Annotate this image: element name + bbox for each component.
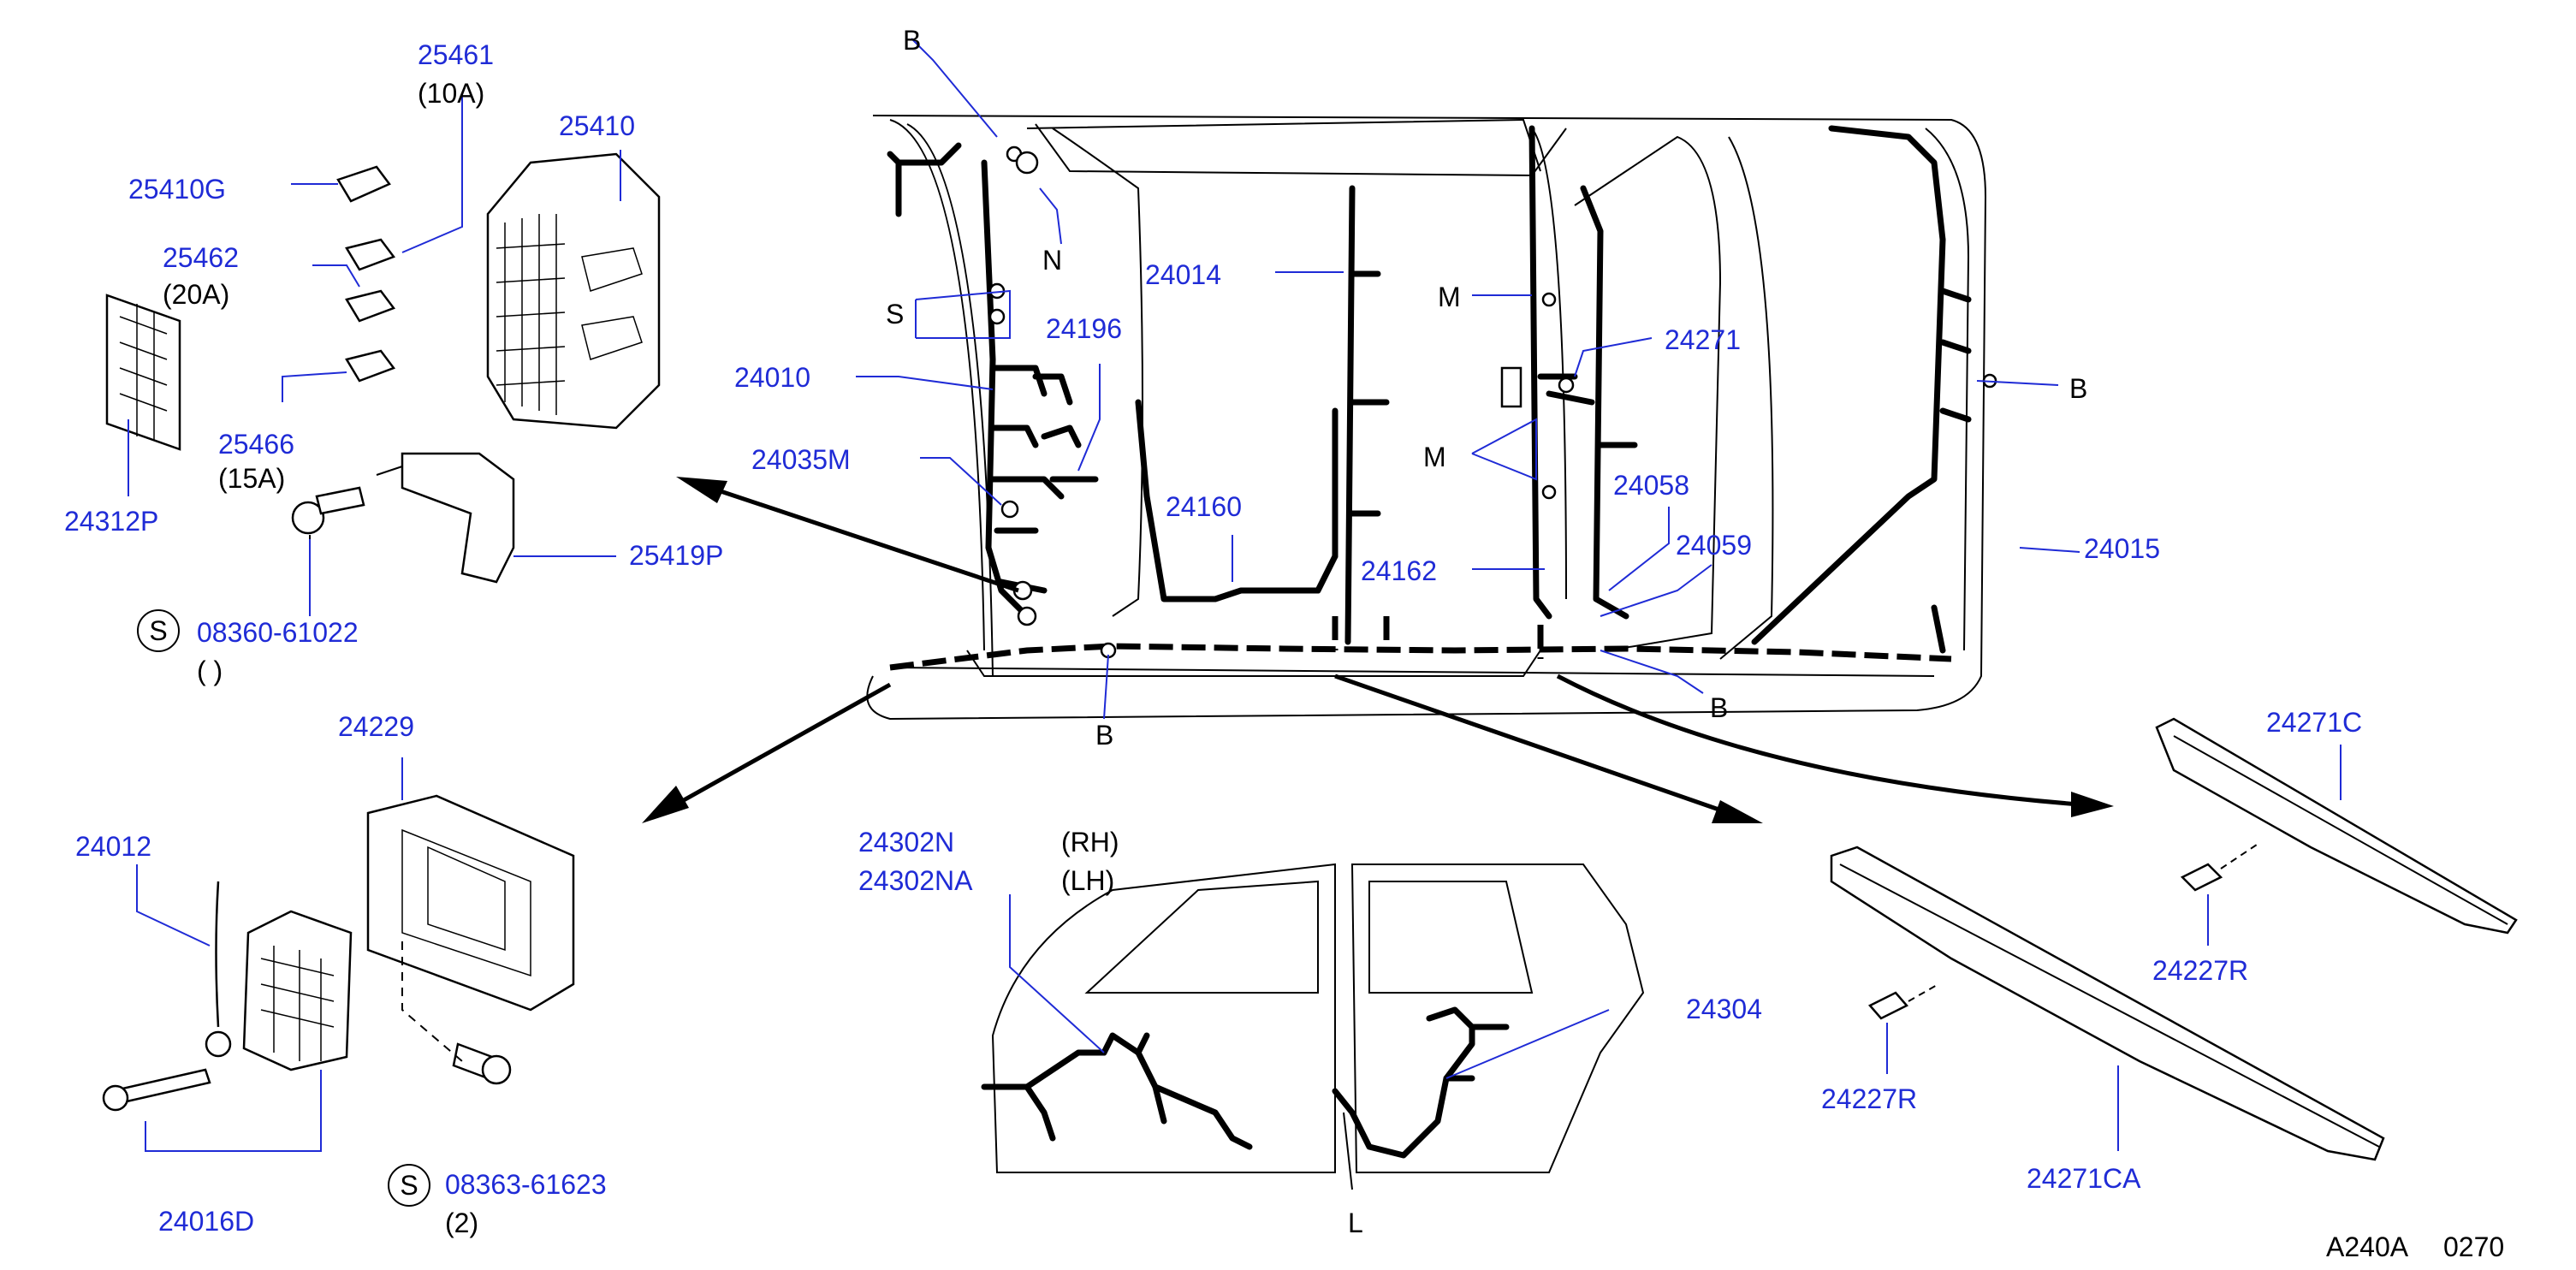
callout-24059: 24059 — [1676, 530, 1752, 561]
callout-25462: 25462 — [163, 242, 239, 273]
clip-24227r-right — [2180, 842, 2260, 892]
qty-08360: ( ) — [197, 656, 223, 686]
fuse-block-cover — [242, 910, 353, 1071]
connector-l: L — [1348, 1208, 1363, 1238]
connector-n: N — [1042, 245, 1062, 276]
callout-25466: 25466 — [218, 429, 294, 460]
callout-25419p: 25419P — [629, 540, 723, 571]
fuse-25466 — [345, 349, 396, 383]
callout-24010: 24010 — [734, 362, 810, 393]
connector-m-top: M — [1438, 282, 1461, 312]
diagram-code: A240A — [2326, 1231, 2409, 1262]
rating-25461: (10A) — [418, 78, 484, 109]
side-24302n: (RH) — [1061, 827, 1119, 858]
callout-25410g: 25410G — [128, 174, 226, 205]
callout-24302n: 24302N — [858, 827, 954, 858]
callout-24229: 24229 — [338, 711, 414, 742]
s-symbol-lower-letter: S — [400, 1170, 418, 1201]
main-harness — [887, 125, 1972, 654]
relay-box-24229 — [366, 794, 575, 1012]
callout-24271ca: 24271CA — [2027, 1163, 2141, 1194]
connector-b-lower-right: B — [1710, 692, 1728, 723]
connector-b-bottom: B — [1095, 720, 1113, 751]
s-symbol-upper-letter: S — [149, 615, 167, 646]
bracket-25419p — [291, 452, 515, 584]
callout-25461: 25461 — [418, 39, 494, 70]
wire-24012 — [205, 881, 232, 1058]
protector-24271ca — [1830, 846, 2385, 1161]
fuse-block-25410 — [486, 152, 661, 430]
connector-b-top: B — [903, 25, 921, 56]
callout-24012: 24012 — [75, 831, 151, 862]
fuse-25410g — [336, 165, 391, 203]
callout-08363: 08363-61623 — [445, 1169, 607, 1200]
connector-s: S — [886, 299, 904, 329]
callout-24162: 24162 — [1361, 555, 1437, 586]
fuse-25462 — [345, 289, 396, 323]
rating-25466: (15A) — [218, 463, 285, 494]
protector-24271c — [2155, 717, 2518, 935]
leader-lines-doors — [1009, 894, 1610, 1190]
callout-24312p: 24312P — [64, 506, 158, 537]
callout-24016d: 24016D — [158, 1206, 254, 1237]
callout-24227r-left: 24227R — [1821, 1083, 1917, 1114]
callout-24271c: 24271C — [2266, 707, 2362, 738]
front-door — [981, 863, 1336, 1173]
bolt-08363 — [452, 1042, 512, 1085]
s-symbol-upper — [137, 609, 180, 652]
leader-lines-top-left — [128, 94, 621, 616]
leader-lines-center — [856, 38, 2080, 720]
s-symbol-lower — [388, 1164, 430, 1207]
callout-24014: 24014 — [1145, 259, 1221, 290]
diagram-number: 0270 — [2443, 1231, 2504, 1262]
fuse-25461 — [345, 238, 396, 271]
rear-door — [1332, 863, 1645, 1173]
callout-24271: 24271 — [1665, 324, 1741, 355]
callout-24160: 24160 — [1166, 491, 1242, 522]
rating-25462: (20A) — [163, 279, 229, 310]
callout-08360: 08360-61022 — [197, 617, 359, 648]
cover-24312p — [105, 294, 181, 451]
leader-lines-protectors — [1886, 745, 2342, 1151]
callout-24058: 24058 — [1613, 470, 1689, 501]
callout-24196: 24196 — [1046, 313, 1122, 344]
bolt-24016d — [102, 1068, 211, 1112]
callout-24227r-right: 24227R — [2152, 955, 2248, 986]
leader-lines-bottom-left — [136, 757, 463, 1152]
connector-m-mid: M — [1423, 442, 1446, 472]
callout-24035m: 24035M — [751, 444, 851, 475]
qty-08363: (2) — [445, 1208, 478, 1238]
callout-24302na: 24302NA — [858, 865, 973, 896]
view-arrows — [642, 477, 2114, 823]
dashed-harness — [889, 616, 1952, 671]
connector-b-right: B — [2069, 373, 2087, 404]
callout-24015: 24015 — [2084, 533, 2160, 564]
callout-24304: 24304 — [1686, 994, 1762, 1024]
clip-24227r-left — [1868, 983, 1939, 1020]
car-body-outline — [866, 115, 1987, 721]
side-24302na: (LH) — [1061, 865, 1114, 896]
callout-25410: 25410 — [559, 110, 635, 141]
